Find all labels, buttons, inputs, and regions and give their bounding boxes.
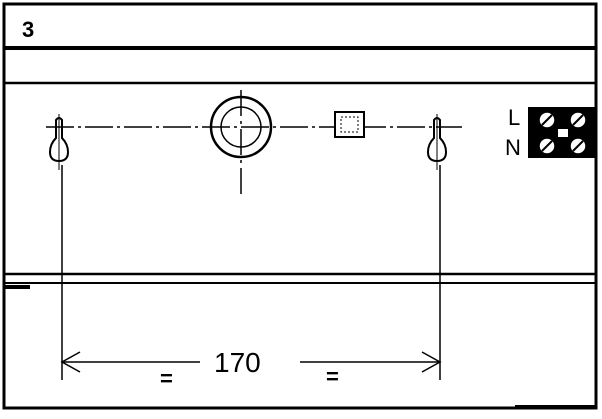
circular-opening-icon (209, 90, 273, 196)
square-clip-icon (334, 111, 365, 138)
terminal-neutral-label: N (505, 135, 521, 160)
step-number: 3 (22, 17, 34, 42)
outer-border (2, 2, 598, 410)
terminal-line-label: L (508, 105, 520, 130)
keyhole-slot-icon (426, 114, 448, 170)
keyhole-slot-icon (48, 114, 70, 170)
terminal-screw-block-icon (528, 107, 596, 158)
dimension-left-marker: = (160, 366, 173, 391)
dimension-line (60, 340, 442, 380)
dimension-value: 170 (214, 347, 261, 378)
dimension-right-marker: = (326, 364, 339, 389)
